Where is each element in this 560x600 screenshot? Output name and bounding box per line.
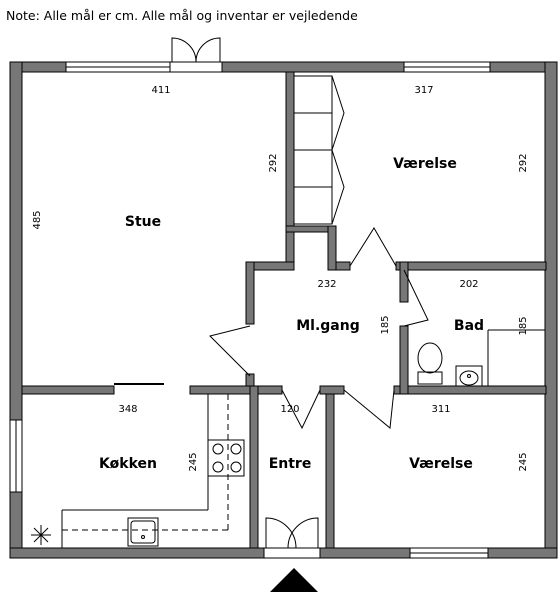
fan-icon <box>31 525 51 545</box>
wall-gang-entre-right <box>319 385 345 395</box>
windows <box>9 61 491 559</box>
wall-bad-left-lower <box>399 325 409 395</box>
dim-stue-right: 292 <box>268 153 279 172</box>
outer-wall-right <box>544 61 558 551</box>
wall-gang-vaerelse <box>393 385 547 395</box>
wall-closet-top <box>285 225 335 233</box>
outer-wall-top-right <box>221 61 558 73</box>
room-labels: Stue Værelse Ml.gang Bad Køkken Entre Væ… <box>99 156 484 472</box>
dim-stue-width: 411 <box>151 85 170 96</box>
door-bad <box>403 269 429 327</box>
room-label-entre: Entre <box>269 456 312 472</box>
plan-note: Note: Alle mål er cm. Alle mål og invent… <box>6 8 358 23</box>
wall-vaerelse-bad <box>395 261 547 271</box>
wall-stue-koekken-left <box>21 385 115 395</box>
wall-gang-entre-left <box>257 385 283 395</box>
dim-vaerelse-bottom-width: 311 <box>431 404 450 415</box>
bathroom-fixtures <box>417 329 545 387</box>
dim-bad-height: 185 <box>518 316 529 335</box>
walls <box>9 61 558 559</box>
door-gang-vaerelse-bottom <box>343 389 395 429</box>
wall-gang-left-upper <box>245 261 255 325</box>
room-label-bad: Bad <box>454 318 484 334</box>
stove-icon <box>207 439 245 477</box>
room-label-vaerelse-bottom: Værelse <box>409 456 473 472</box>
dim-gang-height: 185 <box>380 315 391 334</box>
dimension-labels: 411 485 292 317 292 232 185 202 185 348 … <box>32 85 529 472</box>
outer-wall-bottom-left <box>9 547 266 559</box>
door-balcony <box>169 37 223 73</box>
wall-bad-left-upper <box>399 261 409 303</box>
toilet-icon <box>417 342 443 385</box>
door-gang-vaerelse-top <box>349 227 397 267</box>
room-label-koekken: Køkken <box>99 456 157 472</box>
door-gang-entre <box>281 389 321 430</box>
dim-vaerelse-top-width: 317 <box>414 85 433 96</box>
wall-stue-vaerelse <box>285 71 295 269</box>
doors <box>169 37 429 559</box>
entrance-arrow-icon <box>270 568 318 592</box>
dim-vaerelse-bottom-height: 245 <box>518 452 529 471</box>
door-gang-stue <box>209 325 251 377</box>
wall-vaerelse-gang-left <box>335 261 351 271</box>
closets <box>293 75 345 225</box>
dim-koekken-width: 348 <box>118 404 137 415</box>
sink-icon <box>127 517 159 547</box>
wall-koekken-entre <box>249 385 259 549</box>
room-label-stue: Stue <box>125 214 161 230</box>
kitchen-fixtures <box>31 394 245 548</box>
dim-bad-width: 202 <box>459 279 478 290</box>
dim-stue-height: 485 <box>32 210 43 229</box>
door-front <box>263 517 321 559</box>
dim-koekken-height: 245 <box>188 452 199 471</box>
wall-closet-right <box>327 225 337 271</box>
dim-entre-width: 120 <box>280 404 299 415</box>
dim-gang-width: 232 <box>317 279 336 290</box>
wall-stue-koekken-right <box>189 385 253 395</box>
room-label-vaerelse-top: Værelse <box>393 156 457 172</box>
washbasin-icon <box>455 365 483 387</box>
dim-vaerelse-top-height: 292 <box>518 153 529 172</box>
room-label-mlgang: Ml.gang <box>296 318 360 334</box>
wall-entre-vaerelse <box>325 385 335 549</box>
